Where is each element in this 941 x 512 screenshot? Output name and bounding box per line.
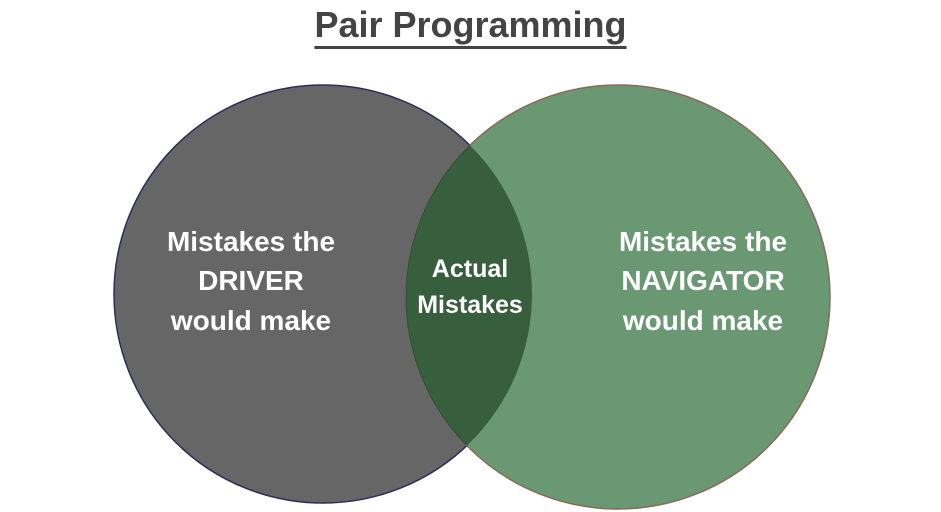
title-text: Pair Programming bbox=[314, 4, 627, 45]
driver-label-line1: Mistakes the bbox=[167, 226, 335, 257]
navigator-label-line2: NAVIGATOR bbox=[621, 265, 784, 296]
intersection-label-line2: Mistakes bbox=[417, 291, 523, 319]
driver-label-line2: DRIVER bbox=[198, 265, 304, 296]
driver-label-line3: would make bbox=[170, 305, 331, 336]
intersection-label-line1: Actual bbox=[432, 255, 508, 283]
navigator-label-line1: Mistakes the bbox=[619, 226, 787, 257]
navigator-label-line3: would make bbox=[622, 305, 783, 336]
diagram-title: Pair Programming bbox=[0, 4, 941, 46]
